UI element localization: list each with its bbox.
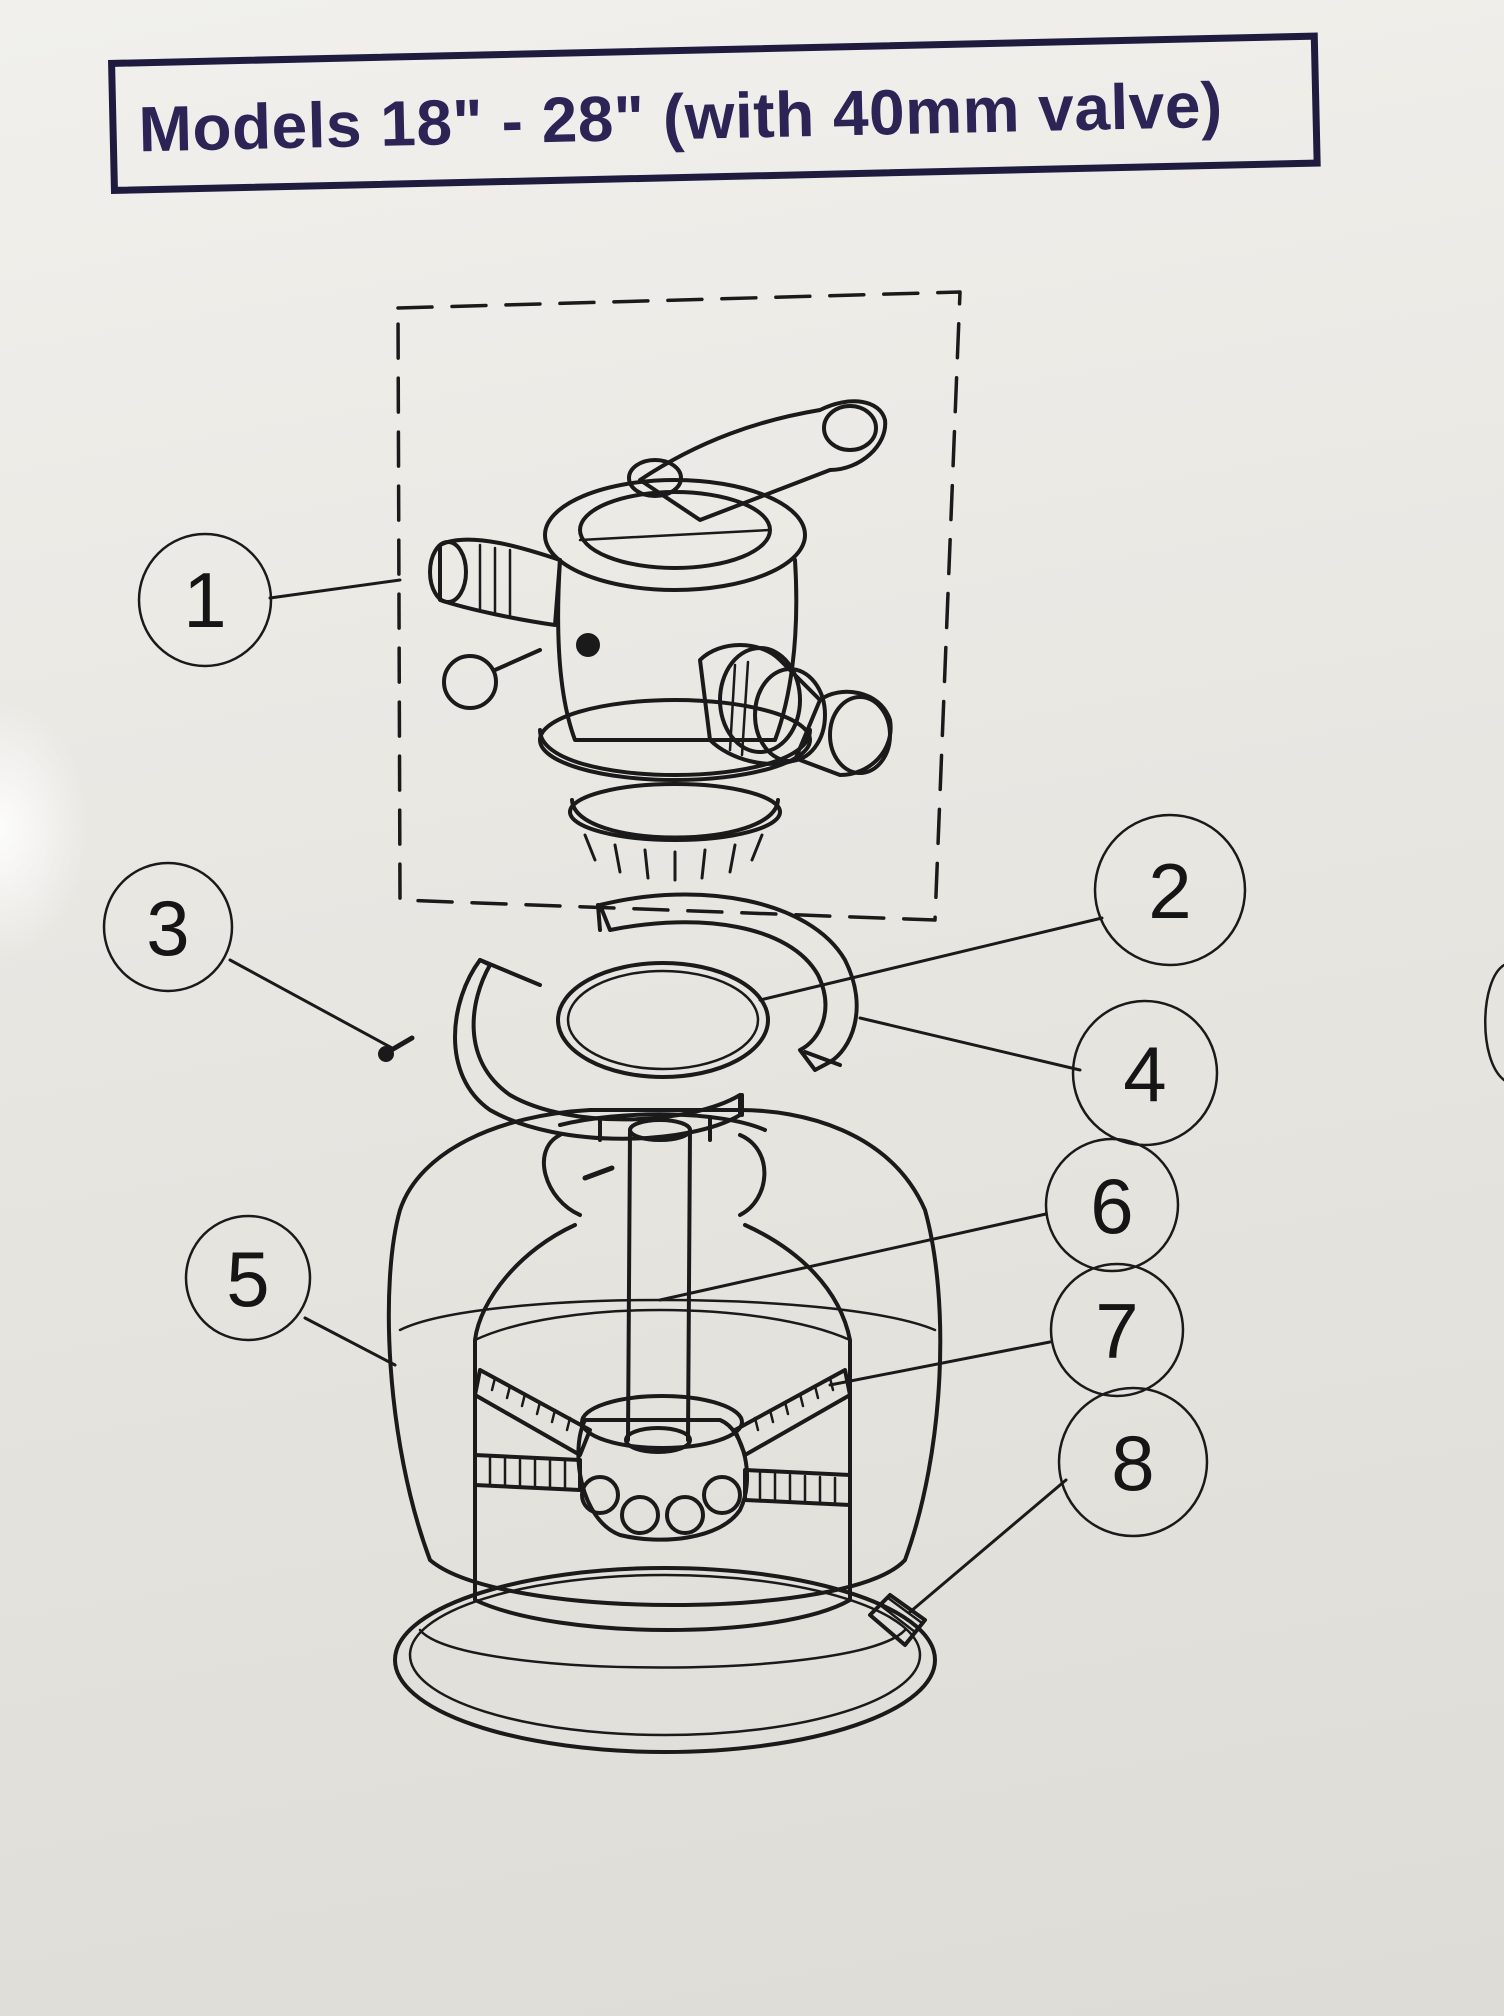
screw-icon <box>378 1035 415 1062</box>
callout-4: 4 <box>1071 999 1219 1147</box>
callout-7: 7 <box>1049 1262 1185 1398</box>
multiport-valve-icon <box>428 399 893 882</box>
callout-5: 5 <box>184 1214 312 1342</box>
laterals-icon <box>473 1165 852 1542</box>
callout-6: 6 <box>1044 1137 1180 1273</box>
valve-dashed-outline <box>396 290 962 922</box>
leader-line-5 <box>303 1316 397 1367</box>
callout-label-8: 8 <box>1111 1419 1154 1507</box>
callout-label-1: 1 <box>183 556 226 644</box>
center-pipe-icon <box>598 1116 712 1454</box>
leader-line-4 <box>858 1016 1082 1072</box>
screen-glare <box>0 700 90 960</box>
filter-tank-icon <box>386 1108 943 1754</box>
clamp-icon <box>453 892 859 1141</box>
leader-lines <box>228 578 1104 1614</box>
leader-line-3 <box>228 958 394 1050</box>
callout-8: 8 <box>1057 1386 1209 1538</box>
callout-label-4: 4 <box>1123 1030 1166 1118</box>
callout-label-6: 6 <box>1090 1162 1133 1250</box>
callout-label-7: 7 <box>1095 1287 1138 1375</box>
leader-line-8 <box>908 1478 1068 1614</box>
leader-line-7 <box>828 1340 1052 1387</box>
callout-label-5: 5 <box>226 1235 269 1323</box>
callout-label-2: 2 <box>1148 847 1191 935</box>
o-ring-icon <box>556 961 770 1079</box>
callout-label-3: 3 <box>146 884 189 972</box>
callout-3: 3 <box>102 861 234 993</box>
callout-2: 2 <box>1093 813 1247 967</box>
leader-line-1 <box>268 578 402 600</box>
drain-plug-icon <box>868 1593 927 1647</box>
partial-callout-edge <box>1484 963 1504 1082</box>
leader-line-6 <box>658 1212 1048 1302</box>
leader-line-2 <box>758 916 1104 1002</box>
callout-1: 1 <box>137 532 273 668</box>
